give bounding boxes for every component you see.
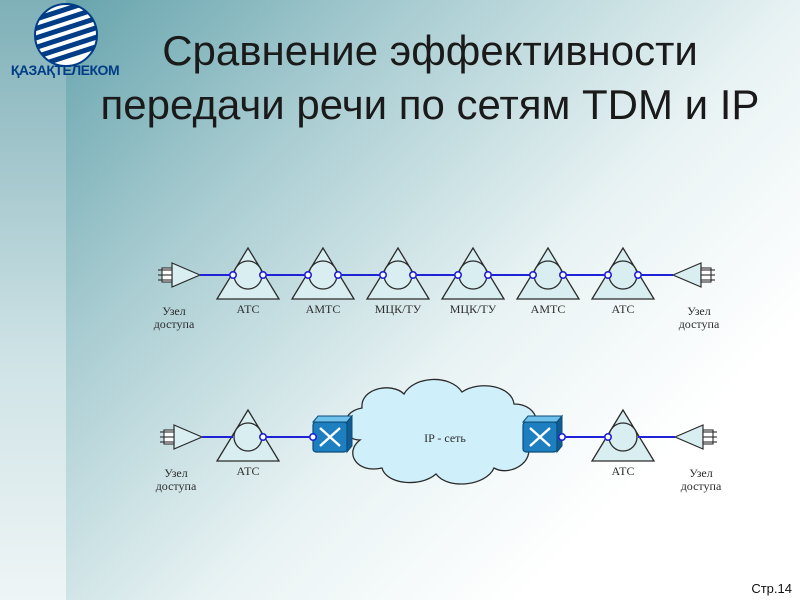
tdm-access-node <box>158 262 202 288</box>
exchange-circle-icon <box>308 260 338 290</box>
tdm-connector-dot <box>558 270 567 279</box>
title-line-2: передачи речи по сетям TDM и IP <box>100 81 760 128</box>
tdm-connector-dot <box>303 270 312 279</box>
left-decor-band <box>0 0 66 600</box>
tdm-exchange-node <box>215 246 281 300</box>
access-horn-icon <box>173 424 204 450</box>
tdm-exchange-node <box>515 246 581 300</box>
exchange-circle-icon <box>233 260 263 290</box>
tdm-node-label: МЦК/ТУ <box>375 302 422 316</box>
tdm-exchange-node <box>590 246 656 300</box>
ip-exchange-node <box>215 408 281 462</box>
exchange-circle-icon <box>533 260 563 290</box>
router-top-icon <box>311 415 354 423</box>
router-top-icon <box>521 415 564 423</box>
tdm-node-label: доступа <box>154 317 195 331</box>
tdm-exchange-node <box>440 246 506 300</box>
logo-text: ҚАЗАҚТЕЛЕКОМ <box>10 62 120 78</box>
tdm-node-label: АТС <box>612 302 635 316</box>
ip-cloud-label: IP - сеть <box>424 431 466 445</box>
tdm-connector-dot <box>483 270 492 279</box>
tdm-connector-dot <box>453 270 462 279</box>
tdm-connector-dot <box>378 270 387 279</box>
exchange-circle-icon <box>383 260 413 290</box>
tdm-node-label: АМТС <box>531 302 566 316</box>
router-side-icon <box>346 414 353 454</box>
access-horn-icon <box>673 424 704 450</box>
ip-node-label: АТС <box>612 464 635 478</box>
tdm-connector-dot <box>333 270 342 279</box>
router-arrows-icon <box>529 427 551 447</box>
ip-node-label: Узел <box>689 466 713 480</box>
exchange-circle-icon <box>608 422 638 452</box>
ip-node-label: Узел <box>164 466 188 480</box>
tdm-connector-dot <box>603 270 612 279</box>
title-line-1: Сравнение эффективности <box>162 27 698 74</box>
ip-connector-dot <box>603 432 612 441</box>
page-number: Стр.14 <box>751 581 792 596</box>
slide-title: Сравнение эффективности передачи речи по… <box>70 24 790 132</box>
tdm-node-label: доступа <box>679 317 720 331</box>
tdm-connector-dot <box>258 270 267 279</box>
tdm-node-label: МЦК/ТУ <box>450 302 497 316</box>
ip-router-node <box>521 414 564 454</box>
ip-connector-dot <box>258 432 267 441</box>
tdm-node-label: Узел <box>162 304 186 318</box>
exchange-circle-icon <box>458 260 488 290</box>
logo-globe-icon <box>34 3 98 67</box>
tdm-node-label: АМТС <box>306 302 341 316</box>
ip-node-label: АТС <box>237 464 260 478</box>
tdm-connector-dot <box>408 270 417 279</box>
tdm-node-label: Узел <box>687 304 711 318</box>
tdm-access-node <box>671 262 715 288</box>
ip-node-label: доступа <box>156 479 197 493</box>
exchange-circle-icon <box>233 422 263 452</box>
tdm-connector-dot <box>528 270 537 279</box>
exchange-circle-icon <box>608 260 638 290</box>
tdm-connector-dot <box>229 270 238 279</box>
tdm-exchange-node <box>365 246 431 300</box>
ip-connector-dot <box>308 432 317 441</box>
tdm-connector-dot <box>633 270 642 279</box>
tdm-exchange-node <box>290 246 356 300</box>
ip-connector-dot <box>557 432 566 441</box>
ip-access-node <box>160 424 204 450</box>
router-arrows-icon <box>319 427 341 447</box>
access-horn-icon <box>171 262 202 288</box>
ip-cloud: IP - сеть <box>344 378 538 485</box>
access-horn-icon <box>671 262 702 288</box>
ip-access-node <box>673 424 717 450</box>
tdm-node-label: АТС <box>237 302 260 316</box>
ip-router-node <box>311 414 354 454</box>
ip-exchange-node <box>590 408 656 462</box>
ip-node-label: доступа <box>681 479 722 493</box>
